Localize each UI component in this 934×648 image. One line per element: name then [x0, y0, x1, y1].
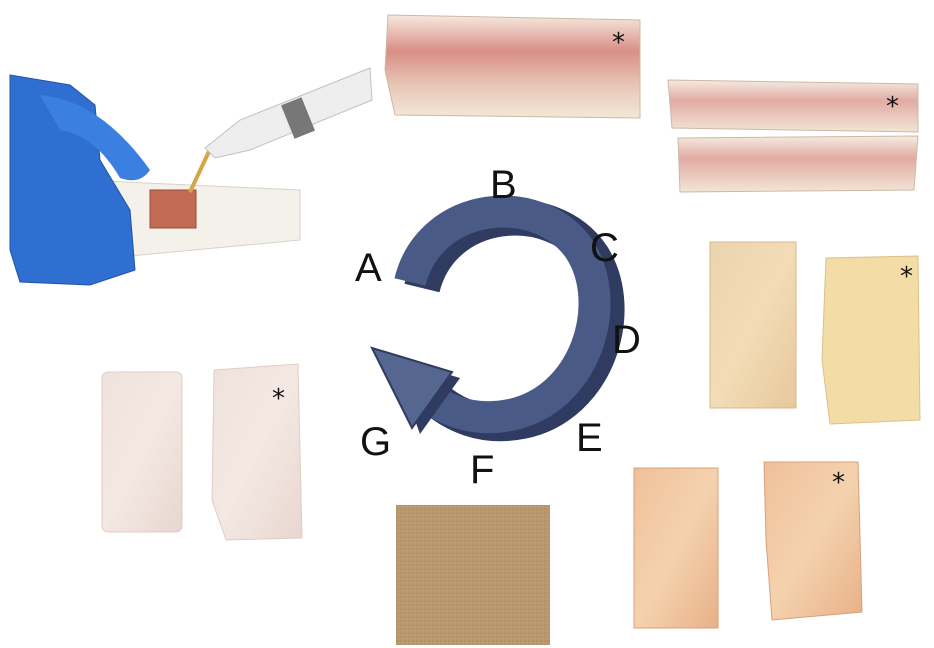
marker-c: *	[886, 94, 899, 120]
label-c: C	[590, 228, 619, 268]
label-g: G	[360, 422, 391, 462]
marker-d: *	[900, 264, 913, 290]
label-f: F	[470, 450, 494, 490]
marker-e: *	[832, 470, 845, 496]
label-b: B	[490, 165, 517, 205]
label-e: E	[576, 418, 603, 458]
label-a: A	[355, 248, 382, 288]
marker-b: *	[612, 30, 625, 56]
marker-g: *	[272, 386, 285, 412]
label-d: D	[612, 320, 641, 360]
